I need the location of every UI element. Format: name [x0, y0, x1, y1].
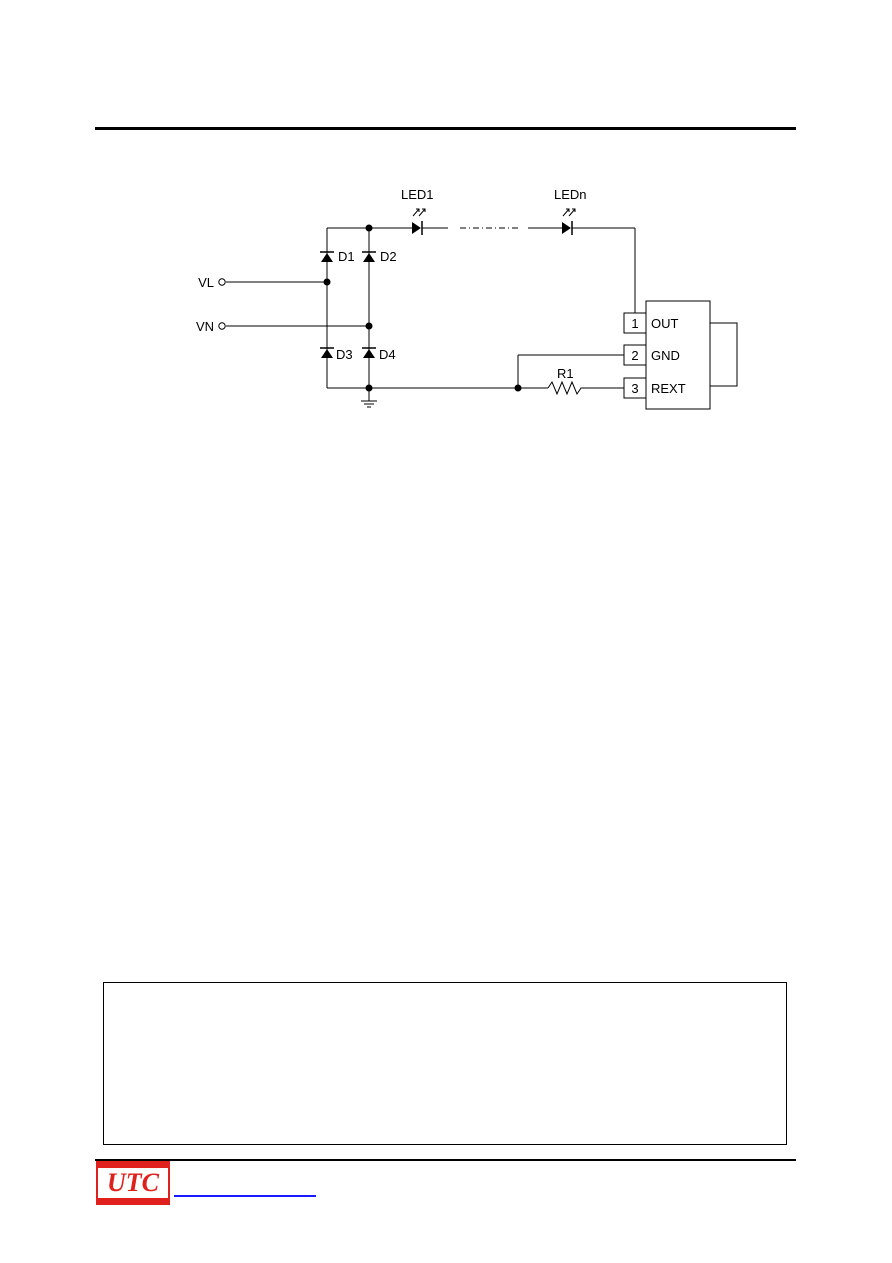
website-link[interactable]: [174, 1195, 316, 1197]
led-label-last: LEDn: [554, 187, 587, 202]
diode-label-d3: D3: [336, 347, 353, 362]
header-rule: [95, 127, 796, 130]
ic-pin2-number: 2: [631, 348, 638, 363]
diode-label-d1: D1: [338, 249, 355, 264]
notice-box: [103, 982, 787, 1145]
utc-logo: UTC: [96, 1161, 170, 1205]
diode-d2-symbol: [362, 251, 376, 262]
resistor-label: R1: [557, 366, 574, 381]
application-circuit-schematic: VL VN D1 D2 D3 D4 LED1 LEDn R1 1 2 3 OUT…: [196, 187, 738, 410]
ic-pin1-name: OUT: [651, 316, 679, 331]
ic-pin3-name: REXT: [651, 381, 686, 396]
input-label-vn: VN: [196, 319, 214, 334]
ic-pin3-number: 3: [631, 381, 638, 396]
diode-label-d4: D4: [379, 347, 396, 362]
footer-rule: [95, 1159, 796, 1161]
ledn-symbol: [562, 208, 576, 235]
diode-d1-symbol: [320, 251, 334, 262]
utc-logo-inner: UTC: [98, 1167, 168, 1199]
led-label-first: LED1: [401, 187, 434, 202]
diode-label-d2: D2: [380, 249, 397, 264]
diode-d4-symbol: [362, 347, 376, 358]
ic-pin1-number: 1: [631, 316, 638, 331]
led1-symbol: [412, 208, 426, 235]
utc-logo-text: UTC: [107, 1168, 159, 1197]
diode-d3-symbol: [320, 347, 334, 358]
input-label-vl: VL: [198, 275, 214, 290]
ic-pin2-name: GND: [651, 348, 680, 363]
